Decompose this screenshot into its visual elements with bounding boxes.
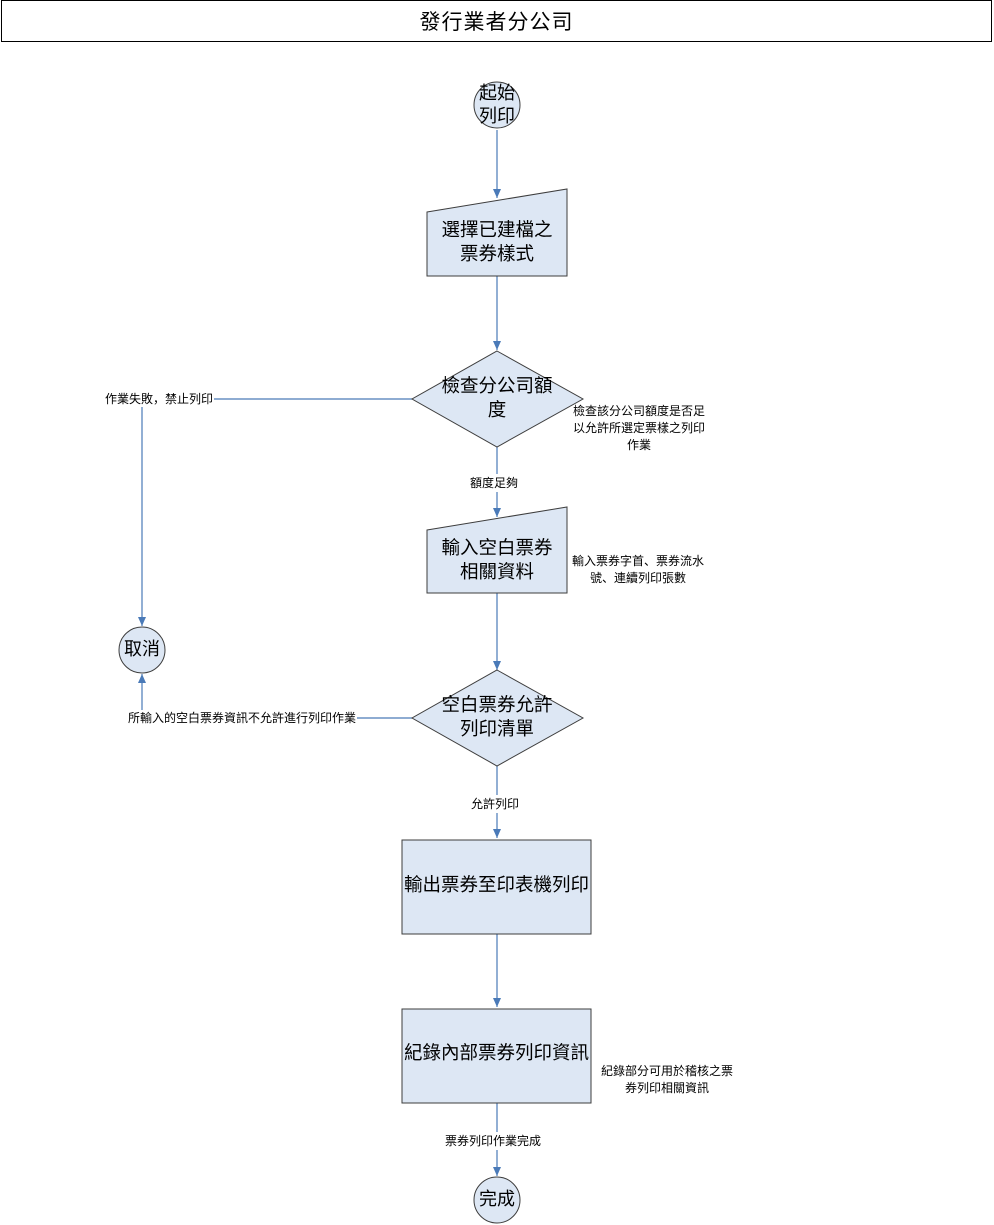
blank-denied-label: 所輸入的空白票券資訊不允許進行列印作業	[127, 710, 358, 726]
input-blank-note: 輸入票券字首、票券流水號、連續列印張數	[571, 554, 704, 585]
select-template-label: 選擇已建檔之票券樣式	[441, 220, 553, 265]
quota-fail-label: 作業失敗，禁止列印	[104, 391, 215, 407]
done-node	[473, 1176, 521, 1224]
record-info-label: 紀錄內部票券列印資訊	[404, 1043, 590, 1064]
cancel-label: 取消	[124, 639, 160, 660]
record-info-node	[401, 1008, 592, 1104]
input-blank-node	[426, 506, 568, 594]
output-print-node	[401, 839, 592, 935]
quota-ok-label: 額度足夠	[469, 474, 520, 492]
start-label: 起始列印	[479, 83, 515, 127]
blank-allowed-node	[410, 669, 585, 767]
check-quota-node	[410, 350, 585, 448]
swimlane-title: 發行業者分公司	[419, 10, 574, 34]
input-blank-label: 輸入空白票券相關資料	[441, 538, 553, 583]
output-print-label: 輸出票券至印表機列印	[404, 875, 590, 896]
check-quota-label: 檢查分公司額度	[441, 376, 553, 421]
start-node	[473, 81, 521, 129]
edge-check-to-cancel	[138, 398, 412, 626]
record-info-note: 紀錄部分可用於稽核之票券列印相關資訊	[600, 1064, 733, 1095]
select-template-node	[426, 188, 568, 277]
print-done-label: 票券列印作業完成	[444, 1132, 543, 1150]
check-quota-note: 檢查該分公司額度是否足以允許所選定票樣之列印作業	[572, 404, 705, 452]
done-label: 完成	[479, 1189, 515, 1210]
cancel-node	[118, 626, 166, 674]
allow-print-label: 允許列印	[470, 795, 521, 813]
blank-allowed-label: 空白票券允許列印清單	[441, 695, 553, 740]
swimlane-header: 發行業者分公司	[1, 0, 992, 42]
